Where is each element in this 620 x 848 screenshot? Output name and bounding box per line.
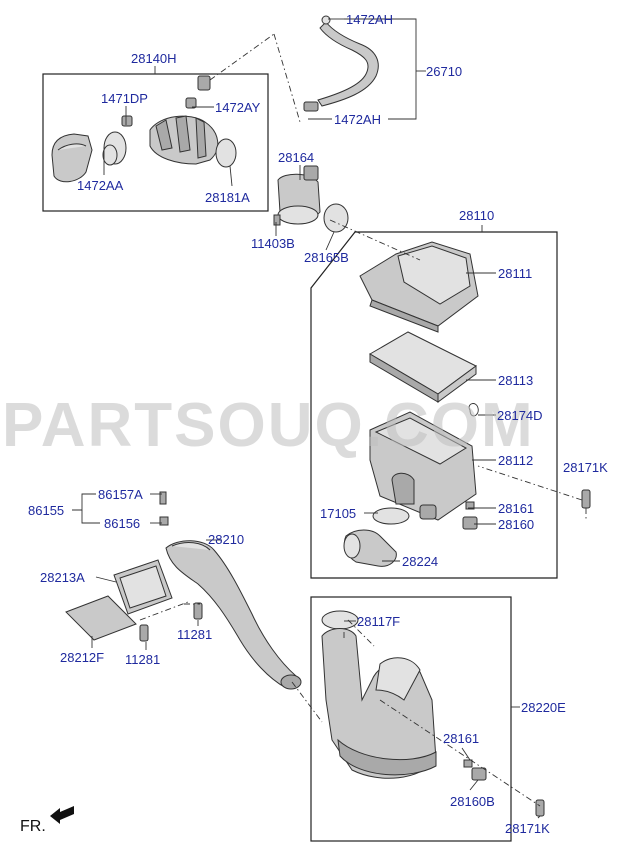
resonator-28220E bbox=[321, 610, 437, 779]
label-11403B: 11403B bbox=[251, 236, 295, 251]
label-26710: 26710 bbox=[426, 64, 462, 79]
label-28210: 28210 bbox=[208, 532, 244, 547]
clip-28174D bbox=[468, 403, 479, 417]
insulator-28160 bbox=[462, 516, 478, 530]
label-11281-a: 11281 bbox=[177, 627, 212, 642]
label-28161-bottom: 28161 bbox=[443, 731, 479, 746]
label-28113: 28113 bbox=[498, 373, 533, 388]
label-28213A: 28213A bbox=[40, 570, 85, 585]
air-cleaner-group-box bbox=[310, 231, 558, 579]
label-28160B: 28160B bbox=[450, 794, 495, 809]
label-28111: 28111 bbox=[498, 266, 532, 281]
label-28171K-top: 28171K bbox=[563, 460, 608, 475]
grommet-28161-bottom bbox=[463, 759, 473, 768]
label-28165B: 28165B bbox=[304, 250, 349, 265]
label-86157A: 86157A bbox=[98, 487, 143, 502]
air-cleaner-cover-28111 bbox=[359, 241, 479, 333]
label-1472AY: 1472AY bbox=[215, 100, 261, 115]
air-cleaner-body-28112 bbox=[369, 411, 477, 521]
label-1472AA: 1472AA bbox=[77, 178, 124, 193]
direction-label: FR. bbox=[20, 818, 46, 835]
label-28140H: 28140H bbox=[131, 51, 177, 66]
intake-hose-28140H bbox=[51, 75, 237, 183]
intake-duct-28210 bbox=[165, 540, 302, 690]
label-28220E: 28220E bbox=[521, 700, 566, 715]
airflow-sensor-28164 bbox=[273, 165, 349, 233]
grommet-28161-top bbox=[465, 501, 475, 510]
gasket-17105 bbox=[372, 507, 410, 525]
label-1472AH-top: 1472AH bbox=[346, 12, 393, 27]
label-28160: 28160 bbox=[498, 517, 534, 532]
label-28224: 28224 bbox=[402, 554, 438, 569]
label-28164: 28164 bbox=[278, 150, 314, 165]
cover-28212F bbox=[65, 595, 137, 641]
bolt-28171K-bottom bbox=[535, 799, 545, 817]
intake-hose-group-box bbox=[42, 73, 269, 212]
label-28212F: 28212F bbox=[60, 650, 104, 665]
breather-hose-26710 bbox=[303, 15, 379, 112]
label-28112: 28112 bbox=[498, 453, 533, 468]
air-filter-28113 bbox=[369, 331, 477, 403]
bracket-28213A bbox=[113, 559, 173, 615]
label-28117F: 28117F bbox=[357, 614, 400, 629]
watermark: PARTSOUQ.COM bbox=[2, 391, 535, 460]
label-1472AH-bottom: 1472AH bbox=[334, 112, 381, 127]
clip-86157A bbox=[159, 491, 167, 505]
bolt-28171K-top bbox=[581, 489, 591, 509]
duct-28224 bbox=[343, 529, 397, 567]
bolt-11281-b bbox=[139, 624, 149, 642]
insulator-28160B bbox=[471, 767, 487, 781]
label-11281-b: 11281 bbox=[125, 652, 160, 667]
label-86155: 86155 bbox=[28, 503, 64, 518]
label-28174D: 28174D bbox=[497, 408, 543, 423]
clip-86156 bbox=[159, 516, 169, 526]
label-28181A: 28181A bbox=[205, 190, 250, 205]
arrow-left-icon bbox=[50, 806, 74, 824]
bolt-11281-a bbox=[193, 602, 203, 620]
label-28171K-bottom: 28171K bbox=[505, 821, 550, 836]
leader-lines bbox=[72, 18, 541, 819]
front-direction-marker: FR. bbox=[20, 806, 74, 835]
label-17105: 17105 bbox=[320, 506, 356, 521]
alignment-lines bbox=[139, 33, 587, 807]
label-86156: 86156 bbox=[104, 516, 140, 531]
label-28161-top: 28161 bbox=[498, 501, 534, 516]
label-28110: 28110 bbox=[459, 208, 494, 223]
resonator-group-box bbox=[310, 596, 512, 842]
label-1471DP: 1471DP bbox=[101, 91, 148, 106]
